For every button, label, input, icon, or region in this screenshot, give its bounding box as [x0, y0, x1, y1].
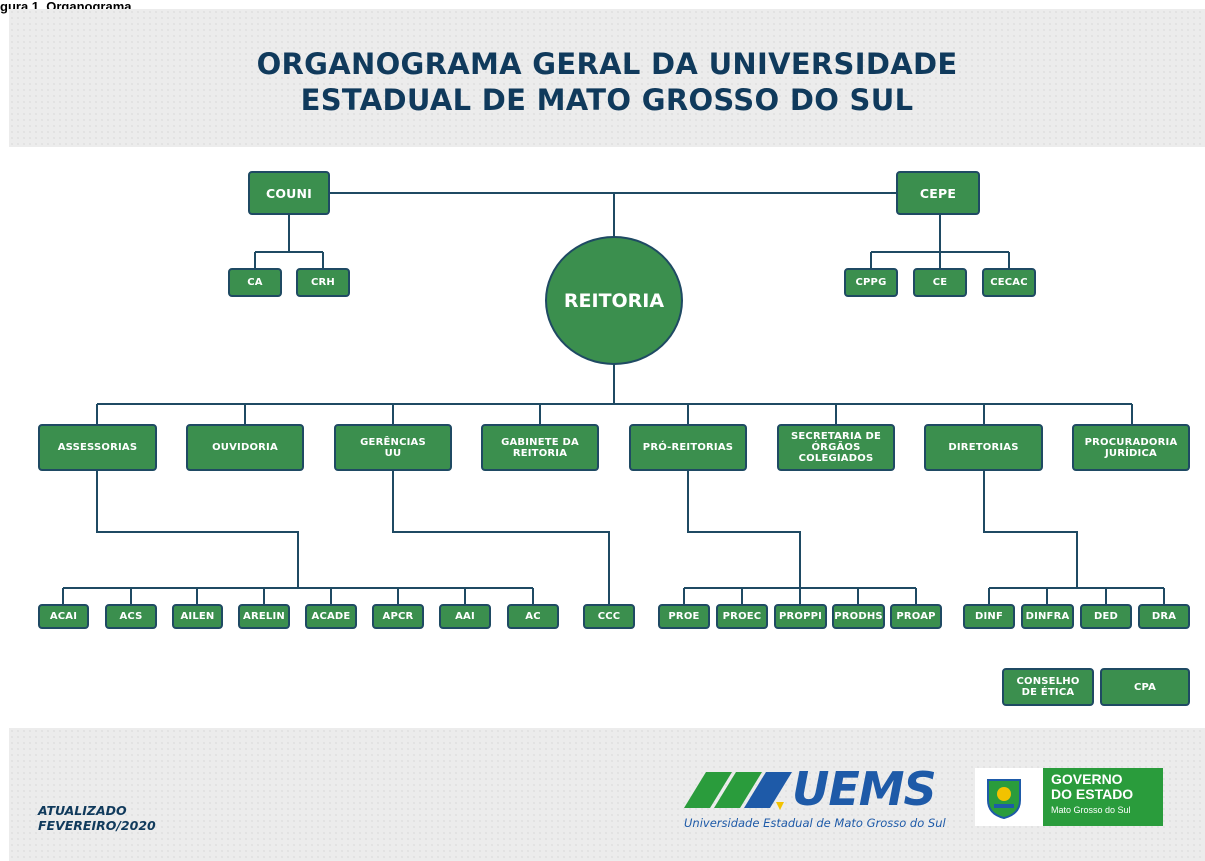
node-cpa: CPA — [1100, 668, 1190, 706]
title-line-2: ESTADUAL DE MATO GROSSO DO SUL — [300, 83, 914, 117]
page-title: ORGANOGRAMA GERAL DA UNIVERSIDADE ESTADU… — [9, 46, 1205, 118]
node-acade: ACADE — [305, 604, 357, 629]
uems-logo: UEMS Universidade Estadual de Mato Gross… — [684, 762, 954, 832]
node-gabinete-reitoria: GABINETE DA REITORIA — [481, 424, 599, 471]
gov-line-1: GOVERNO — [1051, 771, 1123, 787]
node-acs: ACS — [105, 604, 157, 629]
uems-arrows-icon — [684, 772, 792, 810]
node-dinf: DINF — [963, 604, 1015, 629]
node-ailen: AILEN — [172, 604, 223, 629]
node-proe: PROE — [658, 604, 710, 629]
state-crest-icon — [987, 779, 1021, 820]
node-ce: CE — [913, 268, 967, 297]
node-cecac: CECAC — [982, 268, 1036, 297]
node-dinfra: DINFRA — [1021, 604, 1074, 629]
node-ccc: CCC — [583, 604, 635, 629]
government-logo: GOVERNO DO ESTADO Mato Grosso do Sul — [975, 768, 1163, 826]
node-proap: PROAP — [890, 604, 942, 629]
node-ded: DED — [1080, 604, 1132, 629]
node-conselho-de-etica: CONSELHO DE ÉTICA — [1002, 668, 1094, 706]
updated-line-2: FEVEREIRO/2020 — [38, 818, 156, 833]
node-cepe: CEPE — [896, 171, 980, 215]
gov-line-3: Mato Grosso do Sul — [1051, 805, 1131, 815]
node-pro-reitorias: PRÓ-REITORIAS — [629, 424, 747, 471]
node-apcr: APCR — [372, 604, 424, 629]
updated-line-1: ATUALIZADO — [38, 803, 127, 818]
node-assessorias: ASSESSORIAS — [38, 424, 157, 471]
uems-subtitle: Universidade Estadual de Mato Grosso do … — [684, 816, 946, 830]
node-proppi: PROPPI — [774, 604, 827, 629]
updated-note: ATUALIZADO FEVEREIRO/2020 — [38, 803, 156, 833]
node-procuradoria-juridica: PROCURADORIA JURÍDICA — [1072, 424, 1190, 471]
node-crh: CRH — [296, 268, 350, 297]
node-ac: AC — [507, 604, 559, 629]
node-proec: PROEC — [716, 604, 768, 629]
node-gerencias-uu: GERÊNCIAS UU — [334, 424, 452, 471]
node-couni: COUNI — [248, 171, 330, 215]
node-dra: DRA — [1138, 604, 1190, 629]
government-label: GOVERNO DO ESTADO Mato Grosso do Sul — [1043, 768, 1163, 826]
node-acai: ACAI — [38, 604, 89, 629]
node-cppg: CPPG — [844, 268, 898, 297]
node-diretorias: DIRETORIAS — [924, 424, 1043, 471]
header-band — [9, 9, 1205, 147]
title-line-1: ORGANOGRAMA GERAL DA UNIVERSIDADE — [256, 47, 958, 81]
node-ouvidoria: OUVIDORIA — [186, 424, 304, 471]
node-reitoria: REITORIA — [545, 236, 683, 365]
gov-line-2: DO ESTADO — [1051, 786, 1134, 802]
uems-wordmark: UEMS — [792, 762, 937, 816]
node-prodhs: PRODHS — [832, 604, 885, 629]
node-ca: CA — [228, 268, 282, 297]
node-aai: AAI — [439, 604, 491, 629]
node-secretaria-orgaos-colegiados: SECRETARIA DE ÓRGÃOS COLEGIADOS — [777, 424, 895, 471]
node-arelin: ARELIN — [238, 604, 290, 629]
